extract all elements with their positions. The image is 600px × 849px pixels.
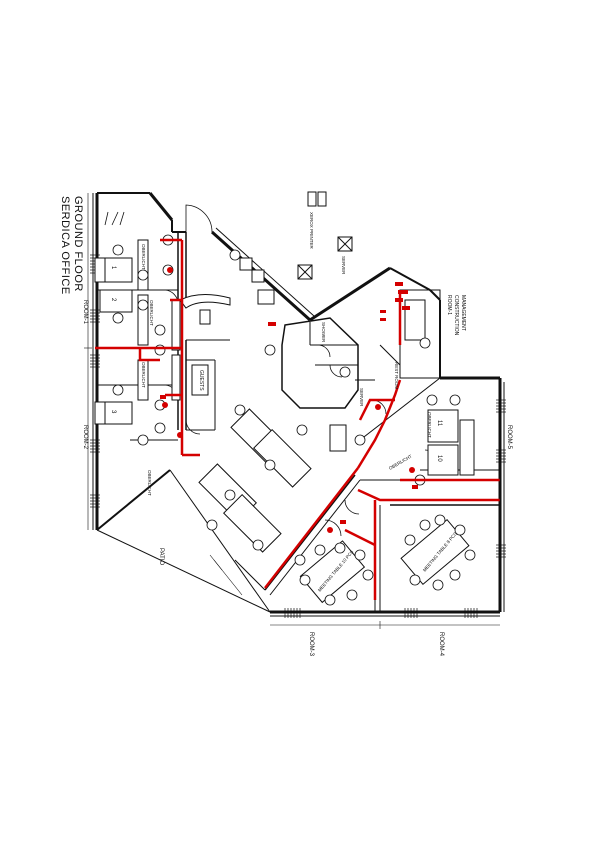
furniture xyxy=(94,191,475,604)
guests-table xyxy=(191,364,209,396)
workstation-4 xyxy=(223,494,282,553)
window-bottom-2 xyxy=(404,608,418,618)
cable-route-markers xyxy=(160,267,418,533)
label-room-4: ROOM-4 xyxy=(438,632,444,657)
label-overlight-3: OBERLICHT xyxy=(141,362,146,388)
label-rest-room: REST ROOM xyxy=(394,362,399,389)
sideboard-a xyxy=(137,239,149,291)
window-left-4 xyxy=(90,439,100,453)
label-room-2: ROOM-2 xyxy=(82,425,88,450)
desk-cabinet-a xyxy=(94,257,106,283)
label-room-5: ROOM-5 xyxy=(506,425,512,450)
label-shower: SHOWER xyxy=(321,322,326,343)
xerox-box-a xyxy=(307,191,317,207)
label-construction-1: ROOM-1 xyxy=(446,295,452,315)
xerox-box-b xyxy=(317,191,327,207)
label-xerox-printer: XEROX PRINTER xyxy=(309,212,314,250)
window-left-3 xyxy=(90,354,100,368)
cabinet-corridor-1 xyxy=(171,299,181,351)
desk-number-1: 1 xyxy=(110,266,116,270)
plan-title: SERDICA OFFICE GROUND FLOOR xyxy=(59,196,84,295)
window-left-2 xyxy=(90,309,100,323)
desk-number-3: 3 xyxy=(110,410,116,414)
chair-top-a xyxy=(239,257,253,271)
label-duct-store: SERVER xyxy=(359,388,364,407)
sideboard-b xyxy=(137,294,149,346)
dimension-lines xyxy=(84,193,501,629)
guest-chair-a xyxy=(199,309,211,325)
desk-number-10: 10 xyxy=(436,455,442,462)
cable-routes xyxy=(95,238,500,600)
desk-top-a xyxy=(257,289,275,305)
label-room-3: ROOM-3 xyxy=(308,632,314,657)
label-construction-2: CONSTRUCTION xyxy=(453,295,459,336)
doors xyxy=(104,204,440,537)
window-bottom-3 xyxy=(464,608,478,618)
label-overlight-4: OBERLICHT xyxy=(427,412,432,438)
door-bath xyxy=(317,344,331,358)
door-bath-2 xyxy=(329,364,343,378)
meeting-table-10 xyxy=(299,540,366,604)
door-meeting-2 xyxy=(344,499,360,515)
label-overlight-2: OBERLICHT xyxy=(149,300,154,326)
door-guests xyxy=(185,419,201,435)
label-patio: PATIO xyxy=(158,548,164,565)
window-bottom-1 xyxy=(284,608,301,618)
desk-11 xyxy=(427,409,459,443)
window-left-5 xyxy=(90,494,100,508)
door-entrance-left xyxy=(104,211,125,226)
label-overlight-6: OBERLICHT xyxy=(147,470,152,496)
label-guests: GUESTS xyxy=(198,370,204,391)
label-overlight-5: OBERLICHT xyxy=(388,454,413,471)
label-room-1: ROOM-1 xyxy=(82,300,88,325)
patio-hatch xyxy=(209,554,243,596)
window-right-2 xyxy=(496,449,506,463)
room-labels: ROOM-1 ROOM-2 ROOM-3 ROOM-4 ROOM-5 PATIO… xyxy=(82,295,512,657)
printer-table xyxy=(329,424,347,452)
desk-cabinet-b xyxy=(94,401,106,425)
desk-number-2: 2 xyxy=(110,298,116,302)
label-overlight-1: OBERLICHT xyxy=(141,244,146,270)
desk-numbers: 1 2 3 11 10 xyxy=(110,266,442,462)
plan-title-line2: GROUND FLOOR xyxy=(72,196,84,292)
door-meeting xyxy=(324,519,342,537)
label-server: SERVER xyxy=(341,256,346,275)
reception-desk xyxy=(179,294,231,309)
window-right-1 xyxy=(496,399,506,413)
chair-top-b xyxy=(251,269,265,283)
cabinet-corridor-2 xyxy=(171,354,181,401)
plan-title-line1: SERDICA OFFICE xyxy=(59,196,71,295)
desk-2 xyxy=(99,289,133,313)
desk-number-11: 11 xyxy=(436,420,442,427)
door-main-entrance xyxy=(185,204,213,233)
desk-10 xyxy=(427,444,459,476)
cabinet-right xyxy=(459,419,475,476)
window-right-3 xyxy=(496,544,506,558)
label-construction-3: MANAGEMENT xyxy=(460,295,466,331)
